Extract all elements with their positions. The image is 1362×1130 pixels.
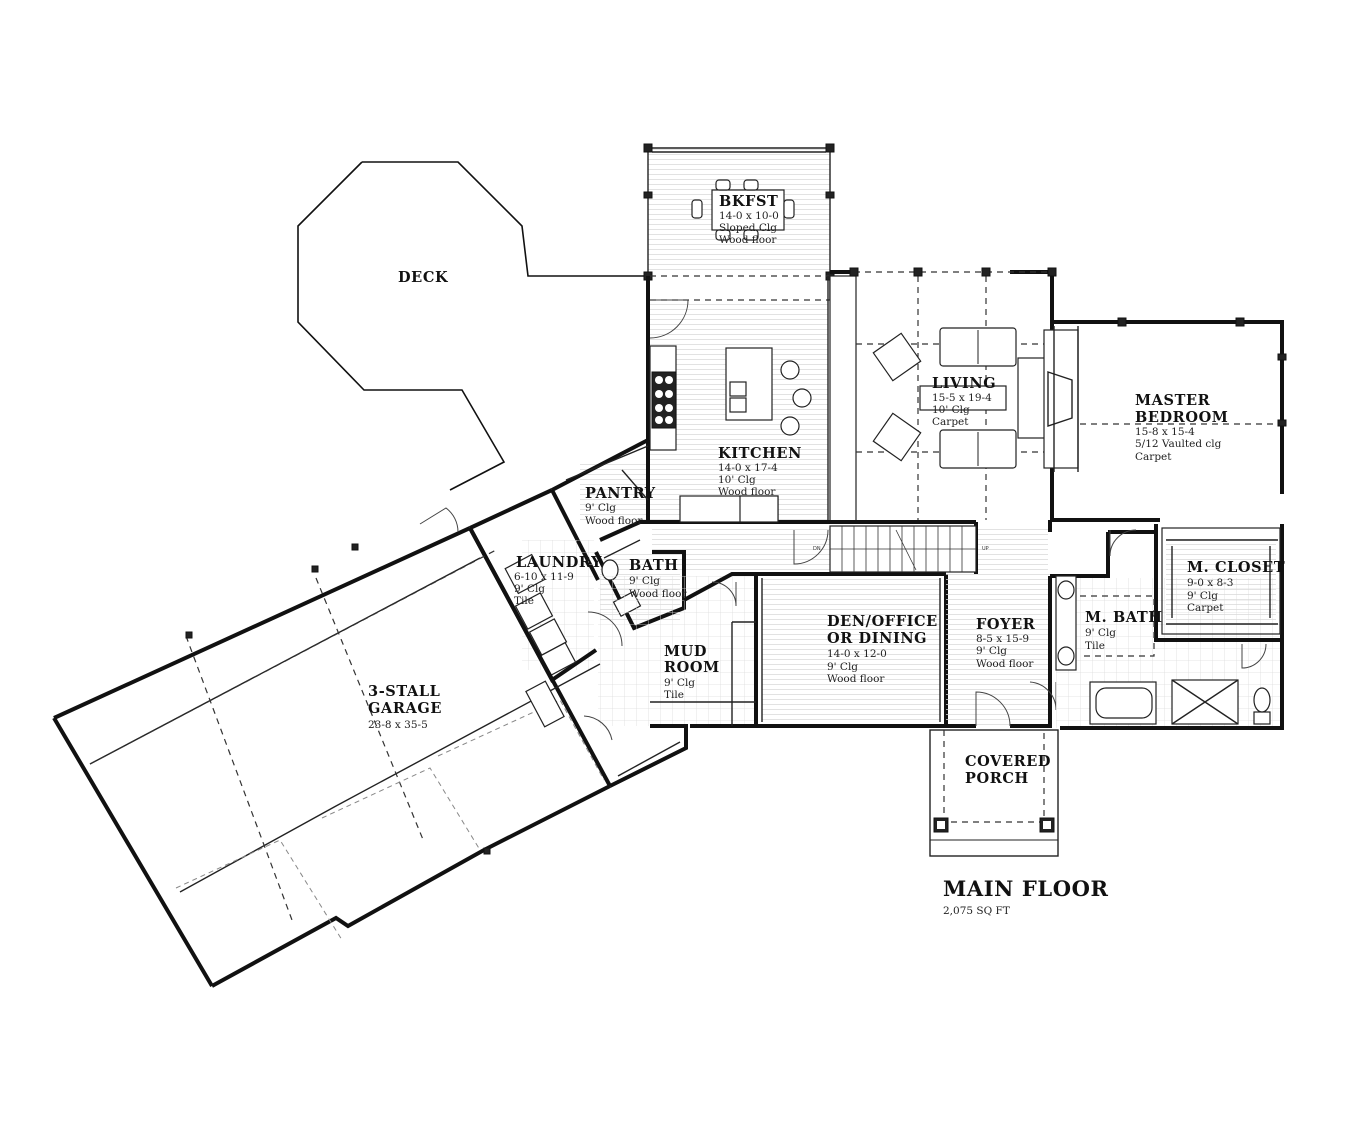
bkfst-size: 14-0 x 10-0 xyxy=(719,210,779,222)
master-bedroom-floor: Carpet xyxy=(1135,451,1172,463)
bkfst-label: BKFST xyxy=(719,193,778,210)
master-bedroom xyxy=(1050,317,1287,522)
fireplace-icon xyxy=(1017,329,1079,469)
bathtub-icon xyxy=(1089,681,1157,725)
staircase: DN UP xyxy=(813,525,989,573)
mud-room-floor: Tile xyxy=(664,689,684,701)
master-bedroom-label-2: BEDROOM xyxy=(1135,409,1228,426)
laundry-fixtures xyxy=(504,553,577,677)
laundry-label: LAUNDRY xyxy=(516,554,602,571)
porch-label-2: PORCH xyxy=(965,770,1029,787)
kitchen-size: 14-0 x 17-4 xyxy=(718,462,778,474)
foyer-ceiling: 9' Clg xyxy=(976,645,1007,657)
room-labels: DECK BKFST 14-0 x 10-0 Sloped Clg Wood f… xyxy=(368,193,1285,787)
toilet-icon xyxy=(1253,687,1271,725)
m-bath-ceiling: 9' Clg xyxy=(1085,627,1116,639)
plan-title-block: MAIN FLOOR 2,075 SQ FT xyxy=(943,876,1109,917)
bath-label: BATH xyxy=(629,557,679,574)
m-closet-floor: Carpet xyxy=(1187,602,1224,614)
kitchen-room xyxy=(646,275,857,524)
m-bath-label: M. BATH xyxy=(1085,609,1163,626)
kitchen-label: KITCHEN xyxy=(718,445,802,462)
foyer-floor: Wood floor xyxy=(976,658,1034,670)
garage xyxy=(52,507,688,988)
kitchen-ceiling: 10' Clg xyxy=(718,474,756,486)
master-bath xyxy=(1055,524,1284,730)
covered-porch xyxy=(929,729,1059,857)
m-closet-size: 9-0 x 8-3 xyxy=(1187,577,1233,589)
laundry-floor: Tile xyxy=(514,595,534,607)
laundry-room xyxy=(468,488,598,683)
m-closet-label: M. CLOSET xyxy=(1187,559,1285,576)
pantry-room xyxy=(550,438,650,581)
den-ceiling: 9' Clg xyxy=(827,661,858,673)
pantry-floor: Wood floor xyxy=(585,515,643,527)
living-floor: Carpet xyxy=(932,416,969,428)
pantry-label: PANTRY xyxy=(585,485,656,502)
master-bedroom-ceiling: 5/12 Vaulted clg xyxy=(1135,438,1222,450)
den-size: 14-0 x 12-0 xyxy=(827,648,887,660)
vanity-sinks xyxy=(1055,575,1077,671)
foyer-label: FOYER xyxy=(976,616,1036,633)
mud-room-label-2: ROOM xyxy=(664,659,720,676)
mud-room-label-1: MUD xyxy=(664,643,707,660)
master-bedroom-size: 15-8 x 15-4 xyxy=(1135,426,1195,438)
garage-label-1: 3-STALL xyxy=(368,683,440,700)
pantry-ceiling: 9' Clg xyxy=(585,502,616,514)
laundry-ceiling: 9' Clg xyxy=(514,583,545,595)
den-floor: Wood floor xyxy=(827,673,885,685)
bath-ceiling: 9' Clg xyxy=(629,575,660,587)
master-closet xyxy=(1161,527,1281,635)
laundry-size: 6-10 x 11-9 xyxy=(514,571,574,583)
deck-label: DECK xyxy=(398,269,449,286)
kitchen-island xyxy=(725,347,812,436)
armchair-icon xyxy=(872,332,922,462)
stair-down-label: DN xyxy=(813,546,821,552)
porch-label-1: COVERED xyxy=(965,753,1051,770)
plan-area: 2,075 SQ FT xyxy=(943,905,1010,917)
kitchen-floor: Wood floor xyxy=(718,486,776,498)
living-ceiling: 10' Clg xyxy=(932,404,970,416)
mud-room xyxy=(587,572,758,728)
bkfst-ceiling: Sloped Clg xyxy=(719,222,777,234)
sofa-icon xyxy=(939,327,1017,469)
den-label-2: OR DINING xyxy=(827,630,927,647)
kitchen-counter xyxy=(649,345,677,451)
mud-room-ceiling: 9' Clg xyxy=(664,677,695,689)
living-size: 15-5 x 19-4 xyxy=(932,392,992,404)
plan-title: MAIN FLOOR xyxy=(943,876,1109,901)
foyer-room xyxy=(946,520,1110,728)
bath-floor: Wood floor xyxy=(629,588,687,600)
den-label-1: DEN/OFFICE xyxy=(827,613,938,630)
garage-label-2: GARAGE xyxy=(368,700,442,717)
master-bedroom-label-1: MASTER xyxy=(1135,392,1211,409)
garage-size: 23-8 x 35-5 xyxy=(368,719,428,731)
breakfast-table-icon xyxy=(691,179,795,241)
shower-icon xyxy=(1171,679,1239,725)
m-closet-ceiling: 9' Clg xyxy=(1187,590,1218,602)
foyer-size: 8-5 x 15-9 xyxy=(976,633,1029,645)
deck-area xyxy=(297,161,650,491)
m-bath-floor: Tile xyxy=(1085,640,1105,652)
living-label: LIVING xyxy=(932,375,996,392)
stair-up-label: UP xyxy=(982,546,989,552)
living-room xyxy=(830,267,1079,520)
bkfst-floor: Wood floor xyxy=(719,234,777,246)
stair-hall: DN UP xyxy=(652,520,1048,576)
